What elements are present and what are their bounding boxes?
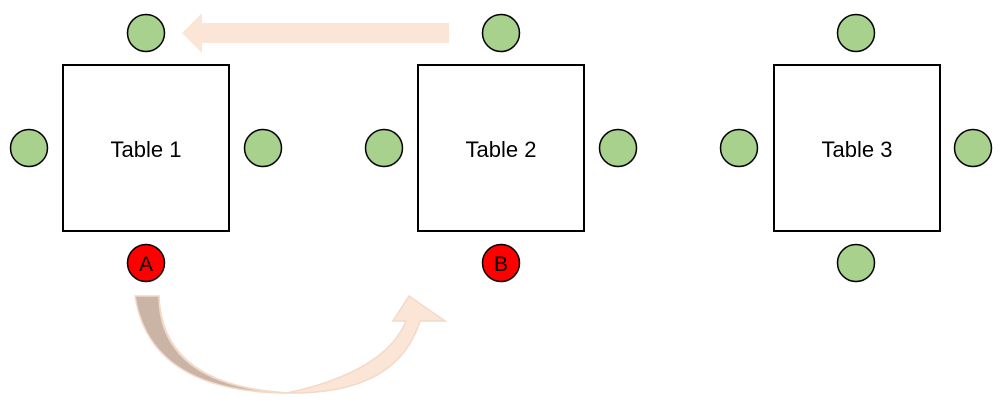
table-1-seat-left[interactable] bbox=[9, 128, 49, 168]
table-3-seat-top[interactable] bbox=[836, 13, 876, 53]
seat-a-label: A bbox=[139, 253, 153, 276]
table-3-label: Table 3 bbox=[822, 137, 893, 162]
table-2-group: Table 2 B bbox=[364, 13, 638, 283]
table-2[interactable] bbox=[417, 64, 585, 232]
table-3-seat-left[interactable] bbox=[719, 128, 759, 168]
table-2-seat-top[interactable] bbox=[481, 13, 521, 53]
table-1[interactable] bbox=[62, 64, 230, 232]
seat-b[interactable] bbox=[481, 243, 521, 283]
table-3-seat-right[interactable] bbox=[953, 128, 993, 168]
table-1-seat-right[interactable] bbox=[243, 128, 283, 168]
left-arrow bbox=[182, 13, 449, 53]
table-1-label: Table 1 bbox=[111, 137, 182, 162]
table-2-seat-left[interactable] bbox=[364, 128, 404, 168]
curved-arrow-tail bbox=[134, 295, 288, 394]
table-1-seat-top[interactable] bbox=[126, 13, 166, 53]
seat-b-label: B bbox=[494, 253, 508, 276]
table-3-seat-bottom[interactable] bbox=[836, 243, 876, 283]
curved-arrow-body bbox=[158, 294, 448, 394]
table-1-group: Table 1 A bbox=[9, 13, 283, 283]
table-2-seat-right[interactable] bbox=[598, 128, 638, 168]
table-3[interactable] bbox=[773, 64, 941, 232]
curved-arrow bbox=[134, 294, 448, 394]
table-2-label: Table 2 bbox=[466, 137, 537, 162]
seat-a[interactable] bbox=[126, 243, 166, 283]
table-3-group: Table 3 bbox=[719, 13, 993, 283]
